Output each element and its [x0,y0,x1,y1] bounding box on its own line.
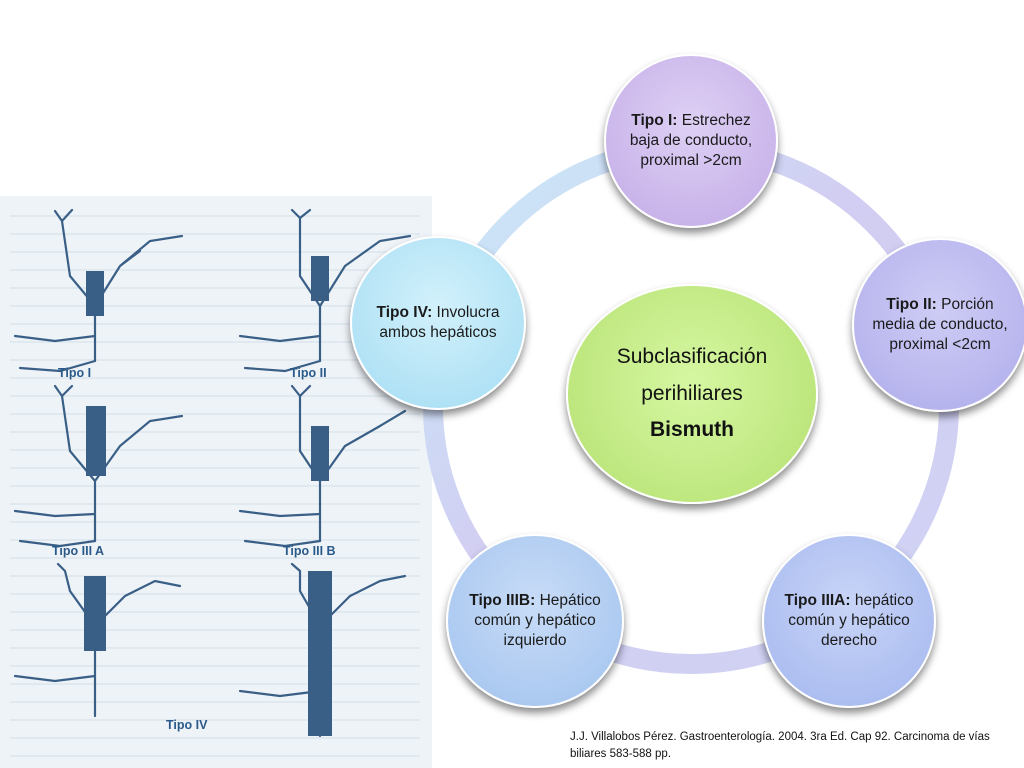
node-tipo-i-text: Estrechez baja de conducto, proximal >2c… [629,111,753,170]
label-tipo-iv: Tipo IV [166,718,208,732]
node-tipo-ii-title: Tipo II: [886,295,937,313]
node-tipo-iiib: Tipo IIIB: Hepático común y hepático izq… [446,534,624,708]
citation: J.J. Villalobos Pérez. Gastroenterología… [570,731,990,761]
node-tipo-iiia: Tipo IIIA: hepático común y hepático der… [762,534,936,708]
center-title-line3: Bismuth [650,418,734,442]
node-tipo-i-title: Tipo I: [631,111,678,129]
node-tipo-iv-title: Tipo IV: [376,303,433,321]
tree-tipo-iv [13,562,407,738]
center-title-line1: Subclasificación [616,344,768,368]
label-tipo-i: Tipo I [58,366,91,380]
tree-tipo-iiia [13,384,184,548]
node-tipo-iiib-text: Hepático común y hepático izquierdo [474,591,601,650]
node-tipo-iiia-text: hepático común y hepático derecho [788,591,914,650]
center-node: Subclasificación perihiliares Bismuth [566,284,818,504]
tree-tipo-iiib [238,384,407,548]
label-tipo-iiia: Tipo III A [52,544,104,558]
center-title-line2: perihiliares [641,381,743,405]
node-tipo-iv: Tipo IV: Involucra ambos hepáticos [350,236,526,410]
scan-text-lines [10,215,420,757]
node-tipo-ii: Tipo II: Porción media de conducto, prox… [852,238,1024,412]
node-tipo-i: Tipo I: Estrechez baja de conducto, prox… [604,54,778,228]
tree-tipo-ii [238,208,412,373]
node-tipo-iiia-title: Tipo IIIA: [784,591,851,609]
tree-tipo-i [13,208,184,373]
node-tipo-iiib-title: Tipo IIIB: [469,591,536,609]
node-tipo-ii-text: Porción media de conducto, proximal <2cm [872,295,1008,354]
node-tipo-iv-text: Involucra ambos hepáticos [379,303,500,341]
label-tipo-ii: Tipo II [290,366,327,380]
label-tipo-iiib: Tipo III B [283,544,336,558]
